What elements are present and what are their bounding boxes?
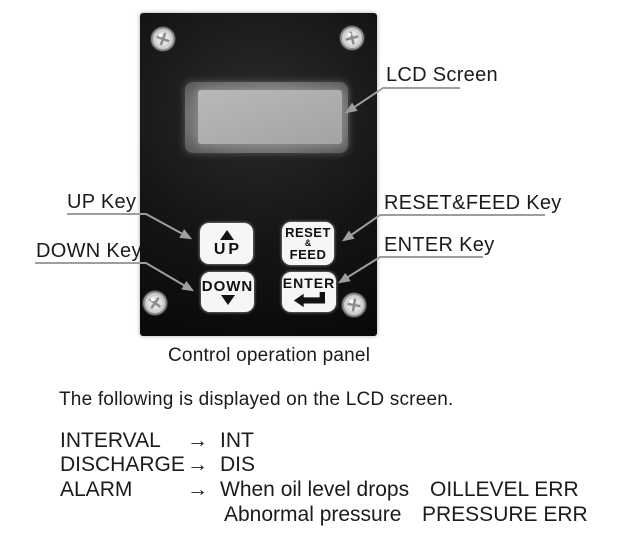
up-key-callout: UP Key: [67, 191, 137, 213]
down-key: DOWN: [201, 272, 254, 312]
lcd-screen-callout: LCD Screen: [386, 64, 498, 86]
reset-feed-key-line2: &: [304, 238, 312, 248]
screw-icon: [150, 26, 176, 52]
up-key-label: UP: [213, 240, 243, 258]
lcd-value: INT: [220, 429, 254, 452]
lcd-text-row: DISCHARGE→ DIS: [60, 453, 620, 478]
arrow-icon: →: [187, 478, 208, 501]
down-triangle-icon: [220, 295, 235, 305]
lcd-intro-text: The following is displayed on the LCD sc…: [59, 389, 454, 410]
lcd-error-code: OILLEVEL ERR: [430, 478, 579, 501]
enter-key-label: ENTER: [282, 275, 336, 291]
control-operation-panel: UP RESET & FEED DOWN ENTER: [140, 13, 377, 336]
enter-key: ENTER: [282, 272, 336, 312]
lcd-error-code: PRESSURE ERR: [422, 503, 588, 526]
return-arrow-icon: [293, 292, 325, 308]
arrow-icon: →: [187, 453, 208, 476]
lcd-screen: [198, 90, 342, 144]
screw-icon: [339, 25, 365, 51]
up-triangle-icon: [219, 229, 234, 240]
lcd-recess: [185, 82, 348, 153]
lcd-text-row: INTERVAL → INT: [60, 429, 620, 454]
lcd-text-row: Abnormal pressure PRESSURE ERR: [60, 503, 620, 528]
lcd-value: DIS: [220, 453, 256, 476]
reset-feed-key-line1: RESET: [285, 225, 331, 240]
down-key-callout: DOWN Key: [36, 240, 142, 262]
reset-feed-key-callout: RESET&FEED Key: [384, 192, 562, 214]
up-key: UP: [200, 223, 253, 264]
panel-caption: Control operation panel: [168, 345, 371, 366]
reset-feed-key-line3: FEED: [289, 247, 327, 262]
lcd-term: ALARM: [60, 478, 133, 501]
down-key-label: DOWN: [201, 278, 254, 295]
lcd-value: When oil level drops: [220, 478, 410, 501]
lcd-text-row: ALARM → When oil level drops OILLEVEL ERR: [60, 478, 620, 503]
screw-icon: [142, 290, 168, 316]
enter-key-callout: ENTER Key: [384, 234, 495, 256]
arrow-icon: →: [187, 429, 208, 452]
screw-icon: [341, 292, 367, 318]
lcd-term: DISCHARGE: [60, 453, 185, 476]
lcd-value: Abnormal pressure: [224, 503, 402, 526]
lcd-term: INTERVAL: [60, 429, 161, 452]
reset-feed-key: RESET & FEED: [282, 222, 334, 265]
